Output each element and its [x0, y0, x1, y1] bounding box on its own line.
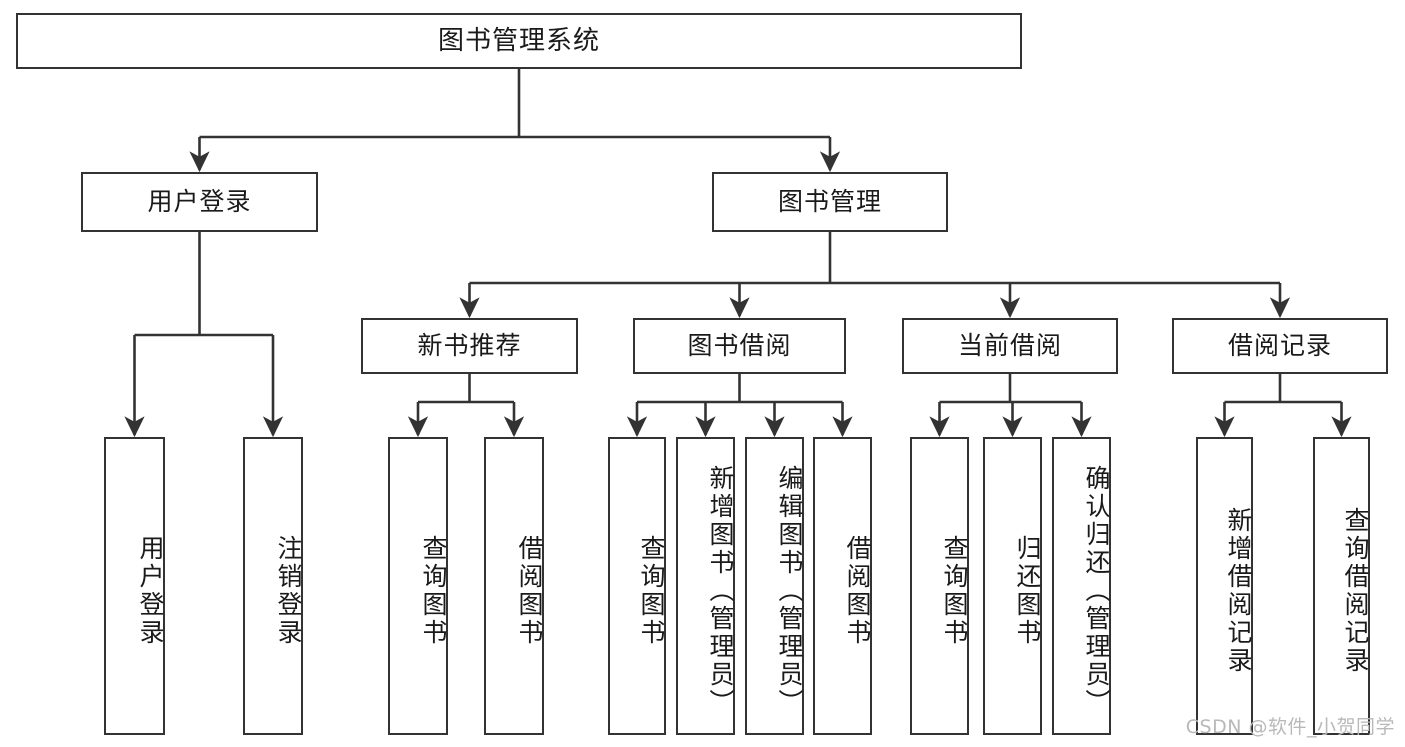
node-leaf-user-login[interactable]: 用户登录 — [104, 437, 165, 735]
node-label: 查询借阅记录 — [1341, 507, 1370, 675]
node-label: 新书推荐 — [417, 331, 522, 361]
node-leaf-query-book[interactable]: 查询图书 — [608, 437, 666, 735]
watermark-label: CSDN @软件_小贺同学 — [1185, 716, 1395, 738]
node-leaf-logout[interactable]: 注销登录 — [243, 437, 303, 735]
node-leaf-borrow-book-rec[interactable]: 借阅图书 — [484, 437, 544, 735]
node-root[interactable]: 图书管理系统 — [16, 13, 1022, 69]
node-label: 归还图书 — [1013, 535, 1042, 647]
node-leaf-add-book[interactable]: 新增图书（管理员） — [676, 437, 735, 735]
node-label: 新增图书（管理员） — [706, 465, 735, 717]
node-book-manage[interactable]: 图书管理 — [712, 172, 948, 232]
node-label: 用户登录 — [136, 535, 165, 647]
node-label: 当前借阅 — [957, 331, 1062, 361]
node-label: 注销登录 — [274, 535, 303, 647]
node-label: 新增借阅记录 — [1224, 507, 1253, 675]
node-label: 图书管理系统 — [437, 25, 600, 56]
node-leaf-add-record[interactable]: 新增借阅记录 — [1196, 437, 1253, 735]
node-leaf-query-book-rec[interactable]: 查询图书 — [388, 437, 448, 735]
node-label: 借阅记录 — [1227, 331, 1332, 361]
node-book-borrow[interactable]: 图书借阅 — [633, 318, 846, 374]
node-current-borrow[interactable]: 当前借阅 — [902, 318, 1118, 374]
node-leaf-query-record[interactable]: 查询借阅记录 — [1313, 437, 1370, 735]
node-leaf-edit-book[interactable]: 编辑图书（管理员） — [745, 437, 804, 735]
node-label: 图书借阅 — [687, 331, 792, 361]
node-leaf-query-book-cur[interactable]: 查询图书 — [910, 437, 969, 735]
node-label: 查询图书 — [637, 535, 666, 647]
node-new-book-rec[interactable]: 新书推荐 — [361, 318, 578, 374]
node-label: 确认归还（管理员） — [1082, 465, 1111, 717]
node-user-login[interactable]: 用户登录 — [81, 172, 318, 232]
node-leaf-return-book[interactable]: 归还图书 — [983, 437, 1042, 735]
node-label: 查询图书 — [419, 535, 448, 647]
node-label: 图书管理 — [777, 187, 882, 217]
node-label: 借阅图书 — [843, 535, 872, 647]
node-label: 查询图书 — [940, 535, 969, 647]
node-label: 借阅图书 — [515, 535, 544, 647]
node-leaf-borrow-book[interactable]: 借阅图书 — [813, 437, 872, 735]
node-label: 编辑图书（管理员） — [775, 465, 804, 717]
node-borrow-record[interactable]: 借阅记录 — [1172, 318, 1388, 374]
node-leaf-confirm-return[interactable]: 确认归还（管理员） — [1052, 437, 1111, 735]
node-label: 用户登录 — [147, 187, 252, 217]
